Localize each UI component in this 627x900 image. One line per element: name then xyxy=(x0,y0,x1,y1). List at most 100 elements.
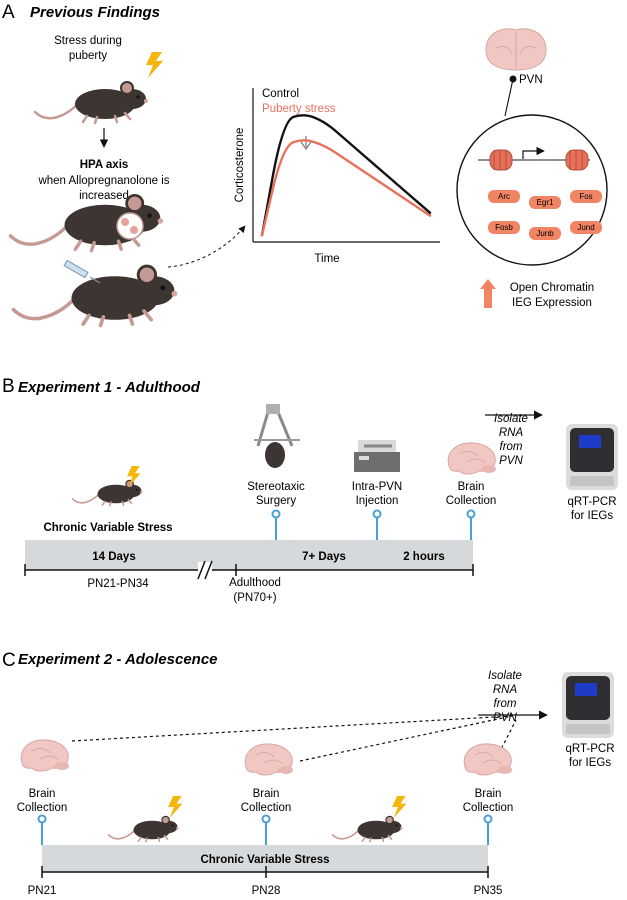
tick-pn35: PN35 xyxy=(474,885,503,897)
dashed-link xyxy=(71,715,513,742)
panel-a-letter: A xyxy=(2,2,15,23)
tick-pn21-pn34: PN21-PN34 xyxy=(87,578,149,590)
legend-control: Control xyxy=(262,88,299,100)
qpcr-c-line2: for IEGs xyxy=(569,757,611,769)
panel-b-title: Experiment 1 - Adulthood xyxy=(18,379,201,396)
collection-marker xyxy=(37,814,47,846)
adrenal-gland-icon xyxy=(130,226,138,234)
gene-label: Fos xyxy=(579,192,592,201)
collection-c3-line1: Brain xyxy=(475,788,502,800)
collection-marker xyxy=(466,509,476,541)
gene-jund: Jund xyxy=(570,221,602,234)
adrenal-gland-icon xyxy=(121,218,129,226)
result-line1: Open Chromatin xyxy=(510,282,594,294)
qpcr-machine-icon xyxy=(566,424,618,490)
timeline-c-label: Chronic Variable Stress xyxy=(200,854,329,866)
surgery-line2: Surgery xyxy=(256,495,297,507)
isolate-line2: RNA xyxy=(499,427,524,439)
decrease-arrow-icon xyxy=(300,136,312,151)
injection-marker xyxy=(372,509,382,541)
collection-c3-line2: Collection xyxy=(463,802,514,814)
collection-line2: Collection xyxy=(446,495,497,507)
injection-line2: Injection xyxy=(356,495,399,507)
isolate-line4: PVN xyxy=(499,455,523,467)
gene-fosb: Fosb xyxy=(488,221,520,234)
collection-c1-line1: Brain xyxy=(29,788,56,800)
mouse-icon xyxy=(33,80,150,125)
hpa-sub-line2: increased xyxy=(79,190,129,202)
brain-icon xyxy=(20,739,70,772)
panel-c-letter: C xyxy=(2,650,16,671)
gene-arc: Arc xyxy=(488,190,520,203)
collection-marker xyxy=(261,814,271,846)
isolate-c-line2: RNA xyxy=(493,684,518,696)
stress-label-line1: Stress during xyxy=(54,35,122,47)
stress-lightning-icon xyxy=(392,796,407,819)
qpcr-c-line1: qRT-PCR xyxy=(566,743,615,755)
chart-y-label: Corticosterone xyxy=(234,128,246,203)
gene-label: Jund xyxy=(577,223,594,232)
stress-lightning-icon xyxy=(168,796,183,819)
gene-label: Arc xyxy=(498,192,510,201)
gene-label: Fosb xyxy=(495,223,513,232)
timeline-c-bar xyxy=(42,845,488,872)
mouse-icon xyxy=(71,479,144,507)
mouse-icon xyxy=(107,815,180,843)
pvn-label: PVN xyxy=(519,74,543,86)
gene-junb: Junb xyxy=(529,227,561,240)
stereotaxic-frame-icon xyxy=(254,404,300,468)
isolate-c-line4: PVN xyxy=(493,712,517,724)
axis-break-icon xyxy=(197,560,213,580)
qpcr-line1: qRT-PCR xyxy=(568,496,617,508)
isolate-line3: from xyxy=(500,441,523,453)
isolate-c-line3: from xyxy=(494,698,517,710)
dashed-link xyxy=(299,715,513,762)
series-line-puberty-stress xyxy=(260,139,432,237)
adulthood-line2: (PN70+) xyxy=(233,592,276,604)
mouse-icon xyxy=(331,815,404,843)
surgery-marker xyxy=(271,509,281,541)
corticosterone-chart: Corticosterone Time Control Puberty stre… xyxy=(234,88,440,265)
mouse-injected-icon xyxy=(11,264,180,328)
series-line-control xyxy=(260,114,432,237)
nucleosome-icon xyxy=(565,149,589,171)
result-line2: IEG Expression xyxy=(512,297,592,309)
adulthood-line1: Adulthood xyxy=(229,577,281,589)
cvs-label: Chronic Variable Stress xyxy=(43,522,172,534)
gene-egr1: Egr1 xyxy=(529,196,561,209)
tick-pn28: PN28 xyxy=(252,885,281,897)
stress-lightning-icon xyxy=(146,52,163,78)
adrenal-inset xyxy=(116,212,144,240)
segment-7-days: 7+ Days xyxy=(302,551,346,563)
transcription-arrow-icon xyxy=(522,146,545,159)
panel-c-title: Experiment 2 - Adolescence xyxy=(18,651,218,668)
syringe-icon xyxy=(63,259,101,284)
collection-c2-line1: Brain xyxy=(253,788,280,800)
segment-14-days: 14 Days xyxy=(92,551,135,563)
collection-line1: Brain xyxy=(458,481,485,493)
stress-label-line2: puberty xyxy=(69,50,108,62)
syringe-pump-icon xyxy=(354,440,400,472)
hpa-sub-line1: when Allopregnanolone is xyxy=(37,175,169,187)
gene-label: Egr1 xyxy=(537,198,554,207)
legend-puberty-stress: Puberty stress xyxy=(262,103,336,115)
timeline-bar xyxy=(25,540,473,570)
qpcr-line2: for IEGs xyxy=(571,510,613,522)
surgery-line1: Stereotaxic xyxy=(247,481,305,493)
isolate-line1: Isolate xyxy=(494,413,528,425)
isolate-c-line1: Isolate xyxy=(488,670,522,682)
increase-arrow-icon xyxy=(480,279,496,308)
panel-a-title: Previous Findings xyxy=(30,4,160,21)
tick-pn21: PN21 xyxy=(28,885,57,897)
qpcr-machine-icon xyxy=(562,672,614,738)
pvn-line xyxy=(504,78,514,117)
brain-icon xyxy=(244,743,294,776)
nucleosome-icon xyxy=(489,149,513,171)
gene-label: Junb xyxy=(536,229,554,238)
chart-x-label: Time xyxy=(314,253,339,265)
gene-fos: Fos xyxy=(570,190,602,203)
collection-c2-line2: Collection xyxy=(241,802,292,814)
chart-pointer-arrow xyxy=(167,225,246,268)
collection-c1-line2: Collection xyxy=(17,802,68,814)
